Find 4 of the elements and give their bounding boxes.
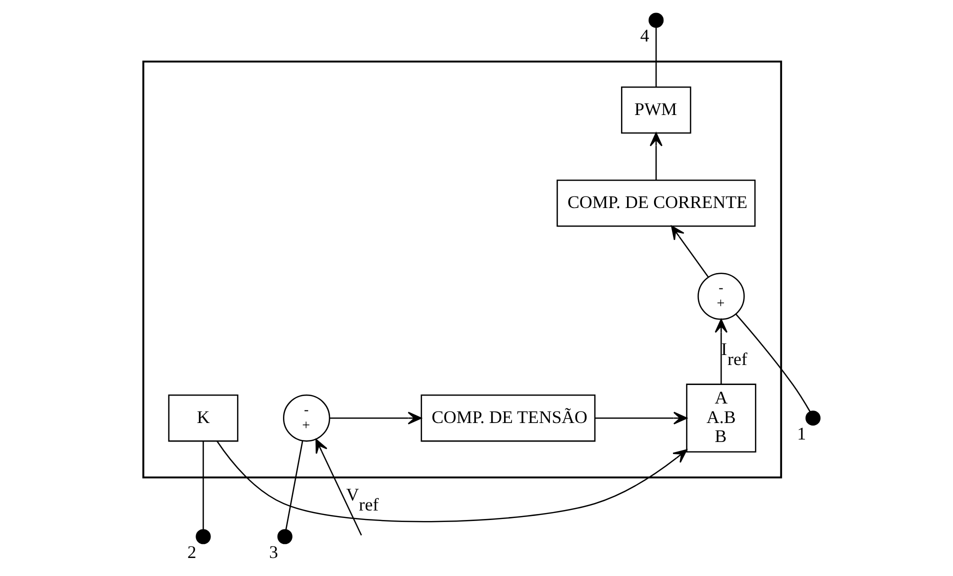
node-label: 4: [640, 25, 650, 46]
node-label: 2: [187, 542, 196, 562]
node-label: 1: [797, 423, 806, 444]
node-label: 3: [269, 542, 278, 562]
